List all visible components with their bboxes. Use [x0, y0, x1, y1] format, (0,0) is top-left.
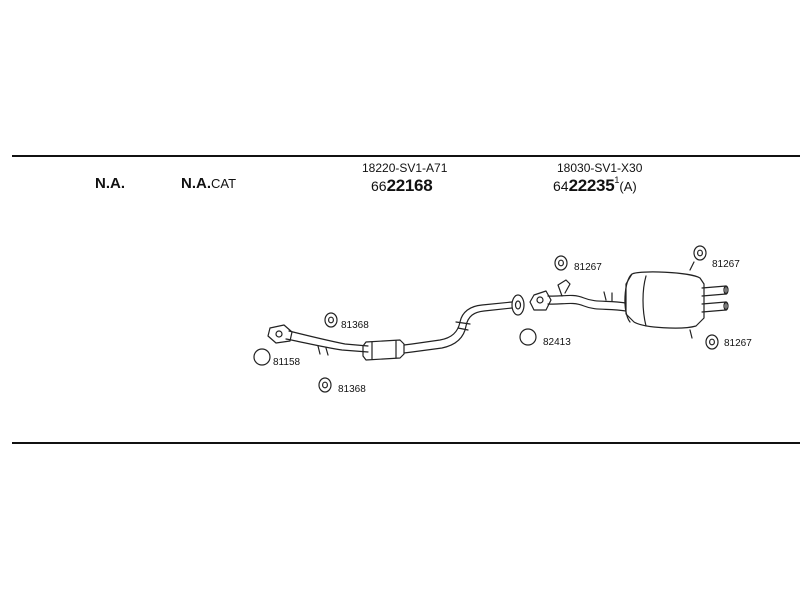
label-81267-left: 81267 [574, 262, 602, 273]
rear-pipe [547, 279, 627, 312]
label-81158: 81158 [273, 357, 301, 368]
mount-81267-right-top-icon [693, 245, 707, 261]
mount-81267-right-bottom-icon [705, 334, 719, 350]
rear-muffler-prefix: 64 [553, 178, 569, 194]
rear-muffler-suffix: (A) [619, 179, 637, 194]
front-flange [267, 324, 293, 344]
column-na-cat-main: N.A. [181, 175, 211, 192]
front-pipe-oem: 18220-SV1-A71 [362, 161, 448, 175]
rear-muffler-superscript: 1 [614, 175, 620, 185]
mount-81368-top-icon [324, 312, 338, 328]
ring-82413-icon [519, 328, 537, 346]
front-pipe-number: 22168 [386, 176, 433, 195]
rear-flange [529, 290, 552, 311]
mount-81368-bottom-icon [318, 377, 332, 393]
column-na-cat-suffix: CAT [211, 176, 237, 191]
column-na-cat: N.A.CAT [181, 175, 236, 192]
resonator [362, 339, 405, 361]
tailpipes [689, 261, 729, 339]
front-pipe-part-number: 6622168 [371, 176, 433, 196]
label-81368-top: 81368 [341, 320, 369, 331]
front-pipe [285, 330, 369, 356]
label-81267-right-bottom: 81267 [724, 338, 752, 349]
ring-81158-icon [253, 348, 271, 366]
front-pipe-prefix: 66 [371, 178, 387, 194]
bottom-rule [12, 442, 800, 444]
mid-flange [511, 294, 525, 316]
column-na: N.A. [95, 175, 125, 192]
mid-pipe [403, 301, 513, 354]
mount-81267-left-icon [554, 255, 568, 271]
rear-muffler [624, 271, 705, 329]
rear-muffler-part-number: 64222351(A) [553, 175, 637, 196]
label-81368-bottom: 81368 [338, 384, 366, 395]
rear-muffler-number: 22235 [568, 176, 615, 195]
top-rule [12, 155, 800, 157]
rear-muffler-oem: 18030-SV1-X30 [557, 161, 643, 175]
label-81267-right-top: 81267 [712, 259, 740, 270]
label-82413: 82413 [543, 337, 571, 348]
